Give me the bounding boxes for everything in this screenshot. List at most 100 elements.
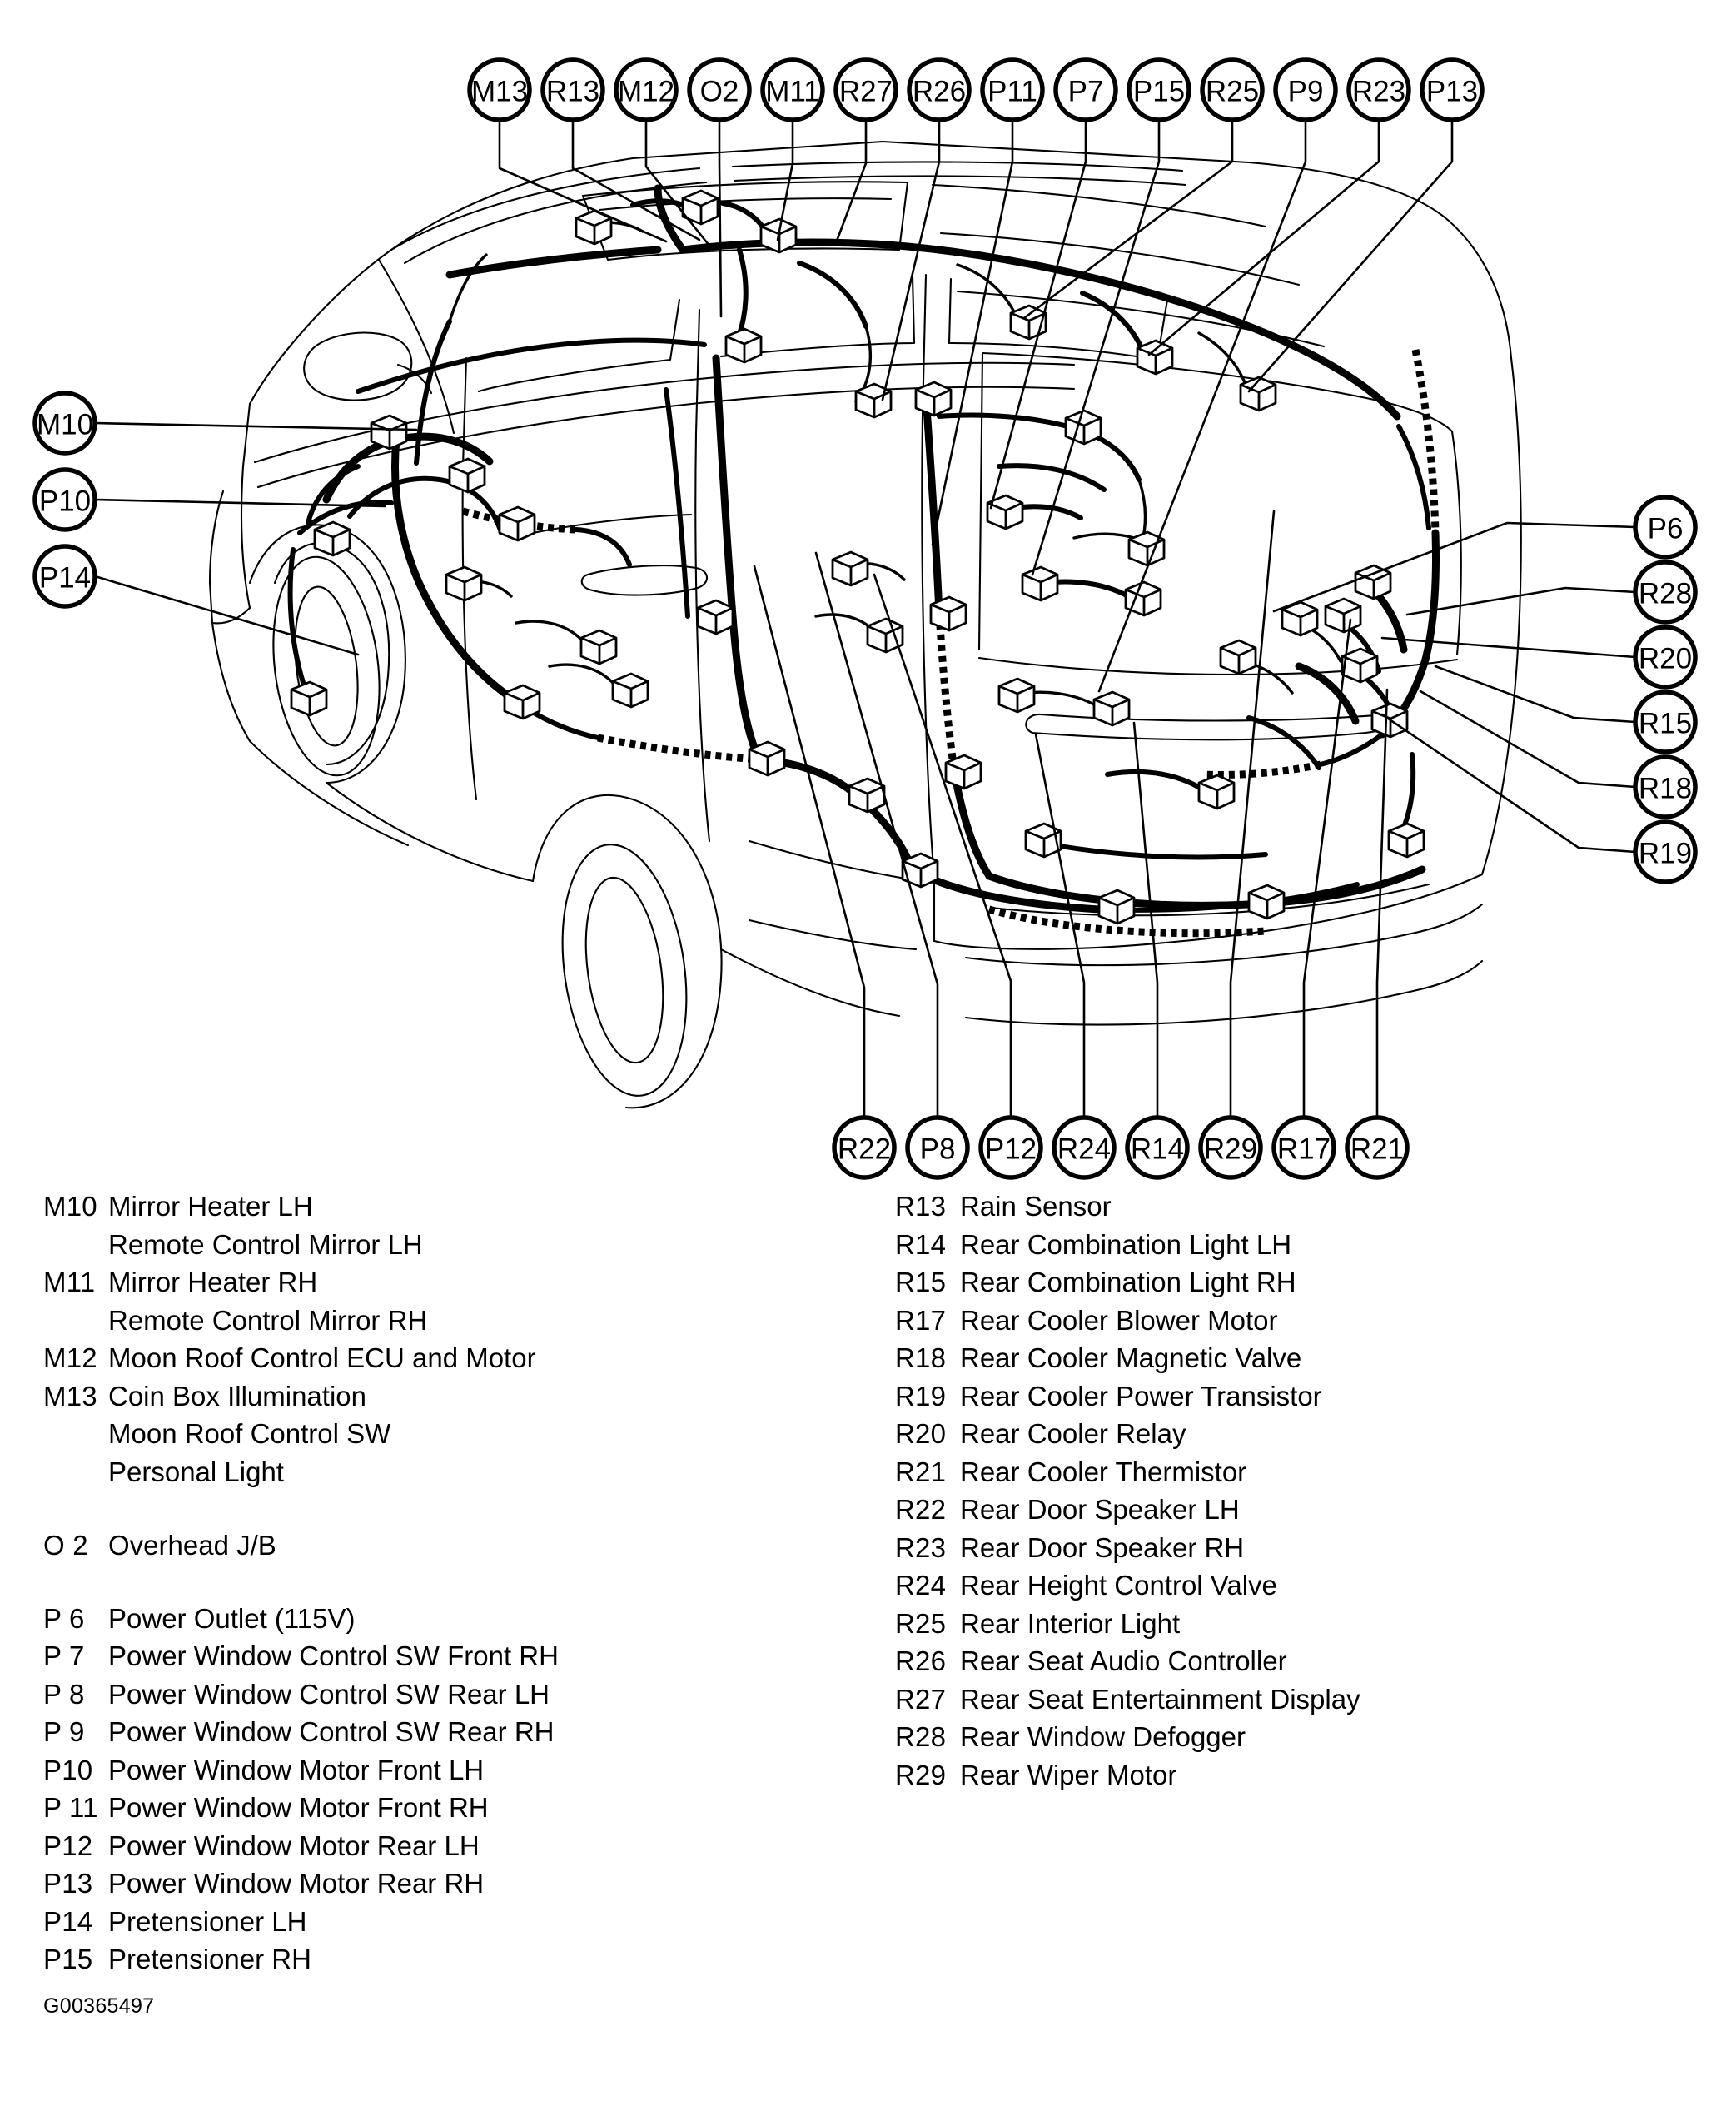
- legend-code: P 8: [43, 1678, 85, 1710]
- callout-p15[interactable]: P15: [1031, 57, 1191, 576]
- legend-description: Mirror Heater LH: [108, 1191, 313, 1222]
- callout-r15[interactable]: R15: [1434, 665, 1698, 754]
- legend-code: R14: [895, 1228, 947, 1260]
- callout-r13[interactable]: R13: [540, 57, 701, 241]
- legend-code: P13: [43, 1868, 93, 1899]
- svg-text:R18: R18: [1639, 773, 1692, 805]
- callout-r20[interactable]: R20: [1380, 625, 1698, 690]
- legend-description: Rain Sensor: [960, 1191, 1112, 1222]
- legend-description: Pretensioner RH: [108, 1944, 311, 1974]
- callout-r14[interactable]: R14: [1125, 721, 1190, 1180]
- callout-r26[interactable]: R26: [881, 57, 972, 401]
- legend-code: P 7: [43, 1640, 85, 1671]
- callout-r21[interactable]: R21: [1345, 688, 1410, 1180]
- legend-code: M12: [43, 1342, 97, 1373]
- callout-r23[interactable]: R23: [1147, 57, 1411, 356]
- callout-r29[interactable]: R29: [1198, 510, 1276, 1180]
- callout-p13[interactable]: P13: [1247, 57, 1485, 393]
- legend-code: P15: [43, 1944, 93, 1974]
- legend-description: Rear Seat Entertainment Display: [960, 1683, 1360, 1715]
- legend-description: Rear Cooler Blower Motor: [960, 1304, 1278, 1336]
- legend-code: R29: [895, 1759, 947, 1790]
- callout-r28[interactable]: R28: [1405, 560, 1698, 625]
- svg-text:P15: P15: [1133, 76, 1185, 108]
- legend-code: M13: [43, 1380, 97, 1411]
- legend-code: R25: [895, 1607, 947, 1639]
- callout-m10[interactable]: M10: [32, 391, 418, 456]
- callout-r22[interactable]: R22: [753, 565, 897, 1180]
- legend-row: R27 Rear Seat Entertainment Display: [895, 1684, 1694, 1722]
- callout-p14[interactable]: P14: [32, 544, 360, 656]
- svg-text:M12: M12: [618, 76, 674, 108]
- svg-text:P8: P8: [920, 1133, 956, 1166]
- callout-o2[interactable]: O2: [687, 57, 752, 318]
- callout-p10[interactable]: P10: [32, 467, 386, 532]
- legend-description: Rear Cooler Magnetic Valve: [960, 1342, 1302, 1373]
- callout-p8[interactable]: P8: [814, 551, 970, 1180]
- legend-code: P10: [43, 1754, 93, 1785]
- callouts-right-group: P6 R28 R20 R15: [1272, 495, 1698, 884]
- legend-description: Personal Light: [108, 1456, 284, 1487]
- legend-description: Rear Interior Light: [960, 1607, 1181, 1639]
- legend-row: R17 Rear Cooler Blower Motor: [895, 1305, 1694, 1343]
- svg-text:R20: R20: [1639, 643, 1692, 675]
- legend-description: Power Window Motor Front RH: [108, 1792, 489, 1823]
- legend-description: Power Window Motor Rear LH: [108, 1830, 480, 1861]
- svg-text:M10: M10: [37, 409, 93, 441]
- callout-p9[interactable]: P9: [1097, 57, 1338, 693]
- svg-text:P6: P6: [1648, 513, 1684, 545]
- legend-code: R19: [895, 1380, 947, 1411]
- svg-text:R24: R24: [1057, 1133, 1111, 1166]
- legend-description: Rear Cooler Thermistor: [960, 1456, 1247, 1487]
- callouts-top-group: M13 R13 M12 O2: [467, 57, 1485, 693]
- legend-code: R15: [895, 1267, 947, 1297]
- callout-r17[interactable]: R17: [1271, 618, 1352, 1180]
- legend-row: R25 Rear Interior Light: [895, 1608, 1694, 1646]
- legend-description: Rear Cooler Power Transistor: [960, 1380, 1322, 1411]
- callout-r24[interactable]: R24: [1034, 733, 1117, 1180]
- legend-code: R17: [895, 1304, 947, 1336]
- legend-description: Remote Control Mirror LH: [108, 1228, 423, 1260]
- callout-p7[interactable]: P7: [989, 57, 1118, 510]
- svg-text:P11: P11: [987, 76, 1037, 108]
- callout-m13[interactable]: M13: [467, 57, 668, 243]
- callout-r18[interactable]: R18: [1419, 690, 1698, 819]
- legend-description: Rear Combination Light RH: [960, 1267, 1296, 1297]
- legend-code: R21: [895, 1456, 947, 1487]
- legend-code: O 2: [43, 1529, 88, 1561]
- callout-p12[interactable]: P12: [873, 573, 1043, 1180]
- callout-r19[interactable]: R19: [1380, 713, 1698, 884]
- callout-m12[interactable]: M12: [614, 57, 714, 251]
- legend-description: Rear Seat Audio Controller: [960, 1645, 1287, 1676]
- vehicle-harness-illustration: M13 R13 M12 O2: [32, 57, 1698, 1180]
- legend-description: Remote Control Mirror RH: [108, 1304, 428, 1336]
- legend-row: R15 Rear Combination Light RH: [895, 1267, 1694, 1305]
- legend-code: R26: [895, 1645, 947, 1676]
- legend-row: P15 Pretensioner RH: [43, 1944, 843, 1982]
- legend-code: R28: [895, 1721, 947, 1752]
- callouts-left-group: M10 P10 P14: [32, 391, 418, 656]
- callout-m11[interactable]: M11: [760, 57, 825, 241]
- callout-r25[interactable]: R25: [1022, 57, 1265, 320]
- legend-row: Moon Roof Control SW: [43, 1418, 843, 1456]
- legend-description: Power Outlet (115V): [108, 1602, 356, 1634]
- callout-r27[interactable]: R27: [833, 57, 898, 245]
- legend-description: Overhead J/B: [108, 1529, 276, 1561]
- legend-code: R27: [895, 1683, 947, 1715]
- callout-p6[interactable]: P6: [1272, 495, 1698, 613]
- callout-p11[interactable]: P11: [931, 57, 1045, 546]
- svg-text:P14: P14: [39, 562, 91, 595]
- svg-text:R13: R13: [546, 76, 599, 108]
